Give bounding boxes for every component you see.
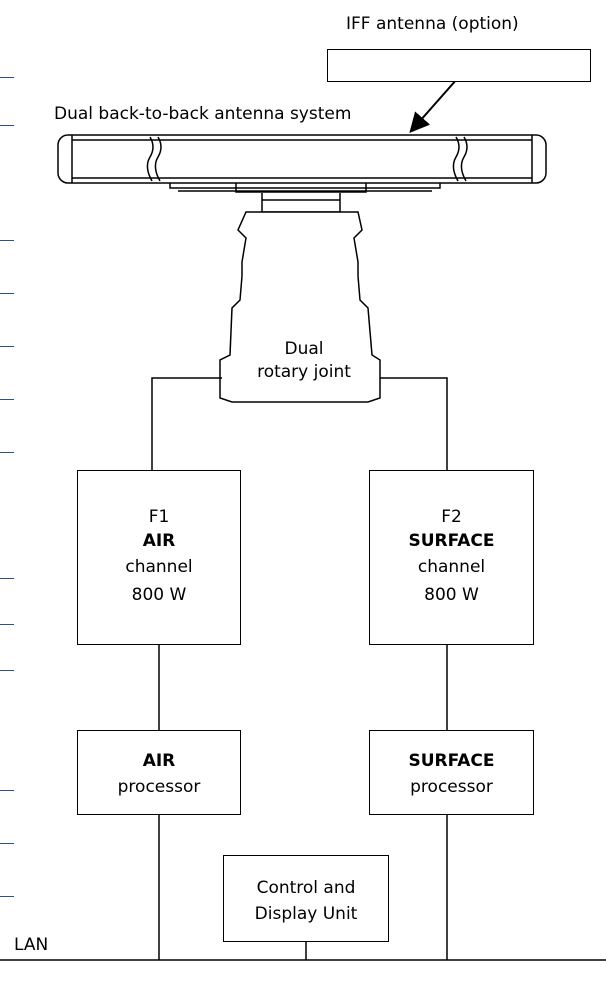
pedestal <box>219 193 381 403</box>
lan-label: LAN <box>14 935 49 955</box>
margin-tick <box>0 452 14 453</box>
air-processor-type: processor <box>117 777 201 797</box>
connectors <box>0 377 606 961</box>
margin-tick <box>0 125 14 126</box>
iff-antenna-box <box>327 49 591 82</box>
surface-channel-box: F2 SURFACE channel 800 W <box>369 470 534 645</box>
cdu-line-2: Display Unit <box>254 904 358 924</box>
air-channel-power: 800 W <box>131 585 187 605</box>
cdu-line-1: Control and <box>256 878 356 898</box>
antenna-system-label: Dual back-to-back antenna system <box>54 104 352 124</box>
surface-processor-box: SURFACE processor <box>369 730 534 815</box>
surface-channel-type: channel <box>417 557 486 577</box>
margin-tick <box>0 77 14 78</box>
margin-tick <box>0 843 14 844</box>
rotary-joint-label-1: Dual <box>284 339 324 359</box>
rotary-joint-label-2: rotary joint <box>257 362 351 382</box>
air-channel-box: F1 AIR channel 800 W <box>77 470 241 645</box>
margin-tick <box>0 578 14 579</box>
iff-antenna-label: IFF antenna (option) <box>346 14 519 34</box>
margin-tick <box>0 399 14 400</box>
control-display-unit-box: Control and Display Unit <box>223 855 389 942</box>
air-channel-name: AIR <box>142 531 176 551</box>
margin-tick <box>0 896 14 897</box>
margin-tick <box>0 790 14 791</box>
margin-tick <box>0 670 14 671</box>
surface-processor-type: processor <box>410 777 493 797</box>
margin-tick <box>0 624 14 625</box>
surface-channel-power: 800 W <box>424 585 479 605</box>
surface-channel-freq: F2 <box>441 507 462 527</box>
margin-tick <box>0 293 14 294</box>
margin-tick <box>0 346 14 347</box>
surface-channel-name: SURFACE <box>408 531 495 551</box>
margin-tick <box>0 240 14 241</box>
air-processor-box: AIR processor <box>77 730 241 815</box>
air-channel-type: channel <box>125 557 193 577</box>
air-processor-name: AIR <box>142 751 176 771</box>
surface-processor-name: SURFACE <box>408 751 495 771</box>
antenna-array <box>57 134 547 193</box>
air-channel-freq: F1 <box>148 507 170 527</box>
